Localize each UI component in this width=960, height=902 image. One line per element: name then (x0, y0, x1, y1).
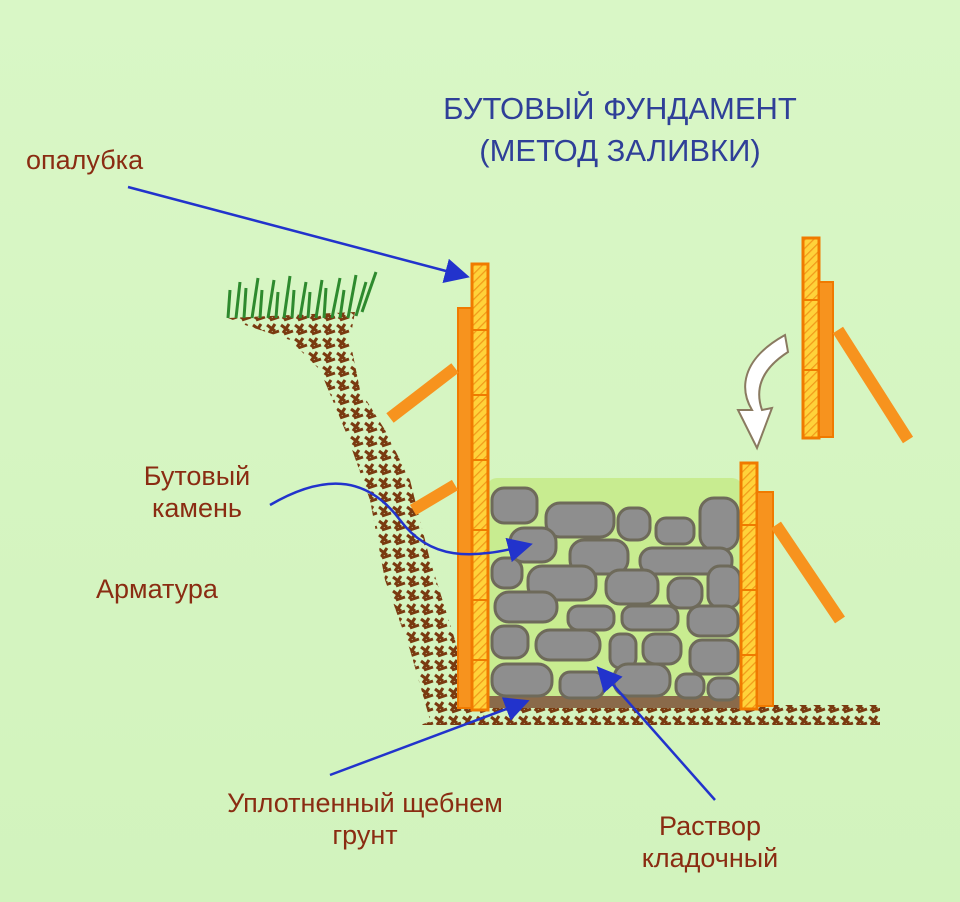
soil-slope (228, 312, 880, 725)
compacted-gravel-layer (487, 696, 742, 708)
pointer-arrows (127, 185, 716, 801)
label-mortar-line-1: Раствор (658, 811, 762, 841)
label-formwork: опалубка (26, 145, 144, 175)
formwork-left (386, 262, 490, 712)
label-compacted-soil-line-1: Уплотненный щебнем (227, 788, 503, 818)
label-rubble-stone: Бутовый камень (122, 460, 272, 524)
label-rubble-stone-line-2: камень (152, 493, 242, 523)
formwork-right (739, 461, 845, 711)
grass (226, 271, 378, 319)
diagram-title: БУТОВЫЙ ФУНДАМЕНТ (МЕТОД ЗАЛИВКИ) (400, 88, 840, 172)
label-rebar: Арматура (96, 574, 218, 604)
formwork-moved (801, 236, 914, 444)
label-mortar: Раствор кладочный (610, 810, 810, 874)
label-compacted-soil-line-2: грунт (332, 820, 398, 850)
move-arrow-icon (736, 333, 790, 451)
label-compacted-soil: Уплотненный щебнем грунт (190, 787, 540, 851)
title-line-1: БУТОВЫЙ ФУНДАМЕНТ (443, 91, 797, 126)
title-line-2: (МЕТОД ЗАЛИВКИ) (479, 133, 761, 168)
label-mortar-line-2: кладочный (641, 843, 779, 873)
label-rubble-stone-line-1: Бутовый (143, 461, 251, 491)
